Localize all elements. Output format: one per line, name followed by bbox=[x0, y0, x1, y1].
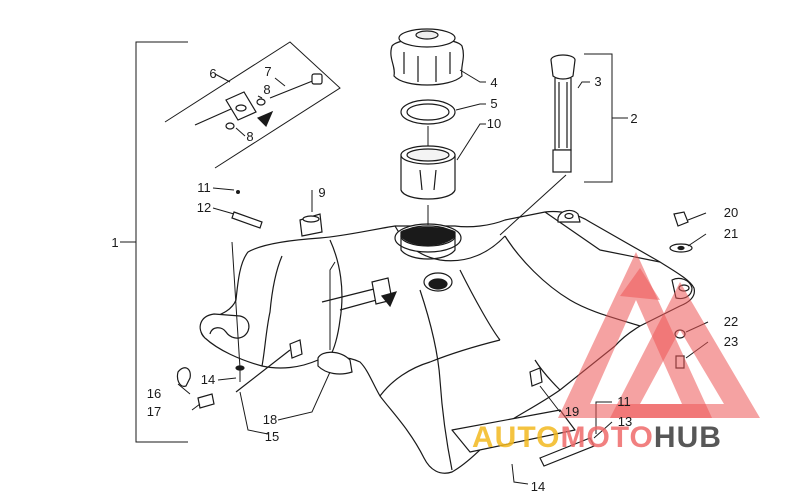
filler-neck bbox=[394, 223, 462, 260]
callout-8-top: 8 bbox=[263, 82, 270, 97]
watermark-logo bbox=[558, 252, 760, 418]
callout-18: 18 bbox=[263, 412, 277, 427]
leader-line bbox=[499, 174, 567, 236]
callout-14-left: 14 bbox=[201, 372, 215, 387]
group-bracket-6 bbox=[164, 41, 341, 169]
callout-8-bottom: 8 bbox=[246, 129, 253, 144]
callout-17: 17 bbox=[147, 404, 161, 419]
bracket-assembly-part bbox=[194, 73, 323, 130]
tank-bolt-part bbox=[321, 277, 398, 311]
callout-23: 23 bbox=[724, 334, 738, 349]
filler-tube-part bbox=[400, 145, 456, 200]
watermark-hub: HUB bbox=[654, 421, 722, 454]
callout-11-left: 11 bbox=[197, 180, 211, 195]
callout-9: 9 bbox=[318, 185, 325, 200]
grommet-part bbox=[299, 213, 323, 237]
callout-6: 6 bbox=[209, 66, 216, 81]
screw-part bbox=[236, 190, 240, 194]
callout-21: 21 bbox=[724, 226, 738, 241]
gasket-ring-part bbox=[400, 99, 456, 125]
callout-13: 13 bbox=[618, 414, 632, 429]
fuel-cap-part bbox=[390, 28, 465, 86]
callout-22: 22 bbox=[724, 314, 738, 329]
callout-12: 12 bbox=[197, 200, 211, 215]
pad-part bbox=[317, 351, 353, 375]
watermark-text: AUTOMOTOHUB bbox=[472, 421, 722, 454]
callout-2: 2 bbox=[630, 111, 637, 126]
callout-4: 4 bbox=[490, 75, 497, 90]
callout-19: 19 bbox=[565, 404, 579, 419]
callout-16: 16 bbox=[147, 386, 161, 401]
clip-part bbox=[231, 211, 263, 229]
callout-5: 5 bbox=[490, 96, 497, 111]
callout-3: 3 bbox=[594, 74, 601, 89]
callout-11-right: 11 bbox=[617, 394, 631, 409]
callout-10: 10 bbox=[487, 116, 501, 131]
pump-opening bbox=[423, 272, 453, 292]
pin-part bbox=[235, 349, 291, 393]
bottom-bracket-part bbox=[529, 367, 595, 467]
callout-15: 15 bbox=[265, 429, 279, 444]
callout-7: 7 bbox=[264, 64, 271, 79]
callout-20: 20 bbox=[724, 205, 738, 220]
watermark-moto: MOTO bbox=[560, 421, 653, 454]
callout-14-bottom: 14 bbox=[531, 479, 545, 494]
watermark-auto: AUTO bbox=[472, 421, 560, 454]
hose-fitting-part bbox=[176, 367, 215, 409]
callout-1: 1 bbox=[111, 235, 118, 250]
callout-labels: 1 2 3 4 5 6 7 8 8 9 10 11 11 12 13 14 14… bbox=[111, 64, 738, 494]
level-sender-part bbox=[550, 54, 576, 173]
